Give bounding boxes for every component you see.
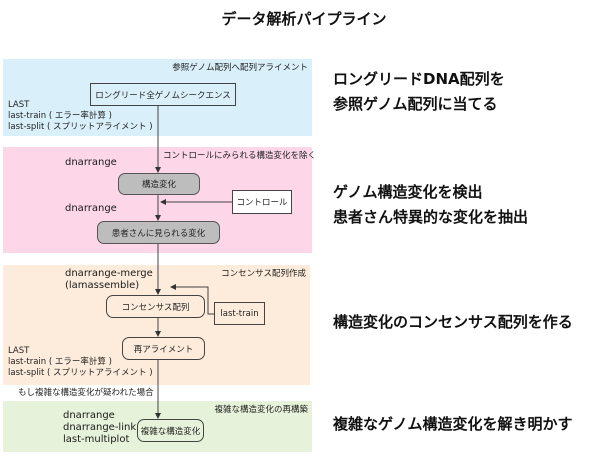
section-reconstruction-label: 複雑な構造変化の再構築 — [214, 405, 308, 415]
arrow-lasttrain-to-consensus — [170, 284, 214, 315]
tool-name: dnarrange — [63, 410, 115, 421]
tool-name: last-train ( エラー率計算 ) — [8, 357, 112, 367]
section-detection-label: コントロールにみられる構造変化を除く — [163, 151, 317, 161]
complex-condition-label: もし複雑な構造変化が疑われた場合 — [18, 388, 154, 398]
node-control: コントロール — [232, 190, 292, 214]
node-longread-sequencing: ロングリード全ゲノムシークエンス — [90, 83, 236, 106]
description-line: ゲノム構造変化を検出 — [333, 183, 483, 201]
tool-dnarrange-2: dnarrange — [65, 203, 117, 214]
section-alignment-label: 参照ゲノム配列へ配列アライメント — [172, 63, 308, 73]
node-structural-variation: 構造変化 — [118, 173, 200, 195]
description-consensus: 構造変化のコンセンサス配列を作る — [333, 310, 573, 335]
tool-name: LAST — [8, 100, 30, 110]
consensus-tools-top: dnarrange-merge (lamassemble) — [65, 268, 153, 292]
tool-name: dnarrange-link — [63, 422, 137, 433]
section-consensus-band — [3, 265, 310, 385]
description-line: 患者さん特異的な変化を抽出 — [333, 208, 529, 226]
description-alignment: ロングリードDNA配列を 参照ゲノム配列に当てる — [333, 67, 505, 117]
node-last-train: last-train — [214, 302, 265, 325]
consensus-tools-bottom: LAST last-train ( エラー率計算 ) last-split ( … — [8, 346, 153, 379]
node-patient-variation: 患者さんに見られる変化 — [97, 221, 220, 244]
node-realignment: 再アライメント — [122, 337, 205, 360]
section-consensus-label: コンセンサス配列作成 — [221, 269, 306, 279]
tool-name: last-train ( エラー率計算 ) — [8, 111, 112, 121]
tool-name: dnarrange-merge — [65, 268, 153, 279]
description-line: ロングリードDNA配列を — [333, 70, 505, 88]
tool-dnarrange-1: dnarrange — [65, 157, 117, 168]
description-reconstruction: 複雑なゲノム構造変化を解き明かす — [333, 412, 573, 437]
reconstruction-tools: dnarrange dnarrange-link last-multiplot — [63, 410, 136, 446]
description-line: 参照ゲノム配列に当てる — [333, 95, 498, 113]
tool-name: LAST — [8, 346, 30, 356]
description-line: 構造変化のコンセンサス配列を作る — [333, 313, 573, 331]
tool-name: last-multiplot — [63, 434, 130, 445]
diagram-title: データ解析パイプライン — [221, 10, 387, 28]
description-line: 複雑なゲノム構造変化を解き明かす — [333, 415, 573, 433]
tool-name: last-split ( スプリットアライメント ) — [8, 122, 153, 132]
tool-name: (lamassemble) — [65, 280, 140, 291]
node-complex-variation: 複雑な構造変化 — [137, 419, 204, 442]
node-consensus-sequence: コンセンサス配列 — [106, 295, 205, 318]
tool-name: last-split ( スプリットアライメント ) — [8, 368, 153, 378]
alignment-tools: LAST last-train ( エラー率計算 ) last-split ( … — [8, 100, 153, 133]
description-detection: ゲノム構造変化を検出 患者さん特異的な変化を抽出 — [333, 180, 528, 230]
